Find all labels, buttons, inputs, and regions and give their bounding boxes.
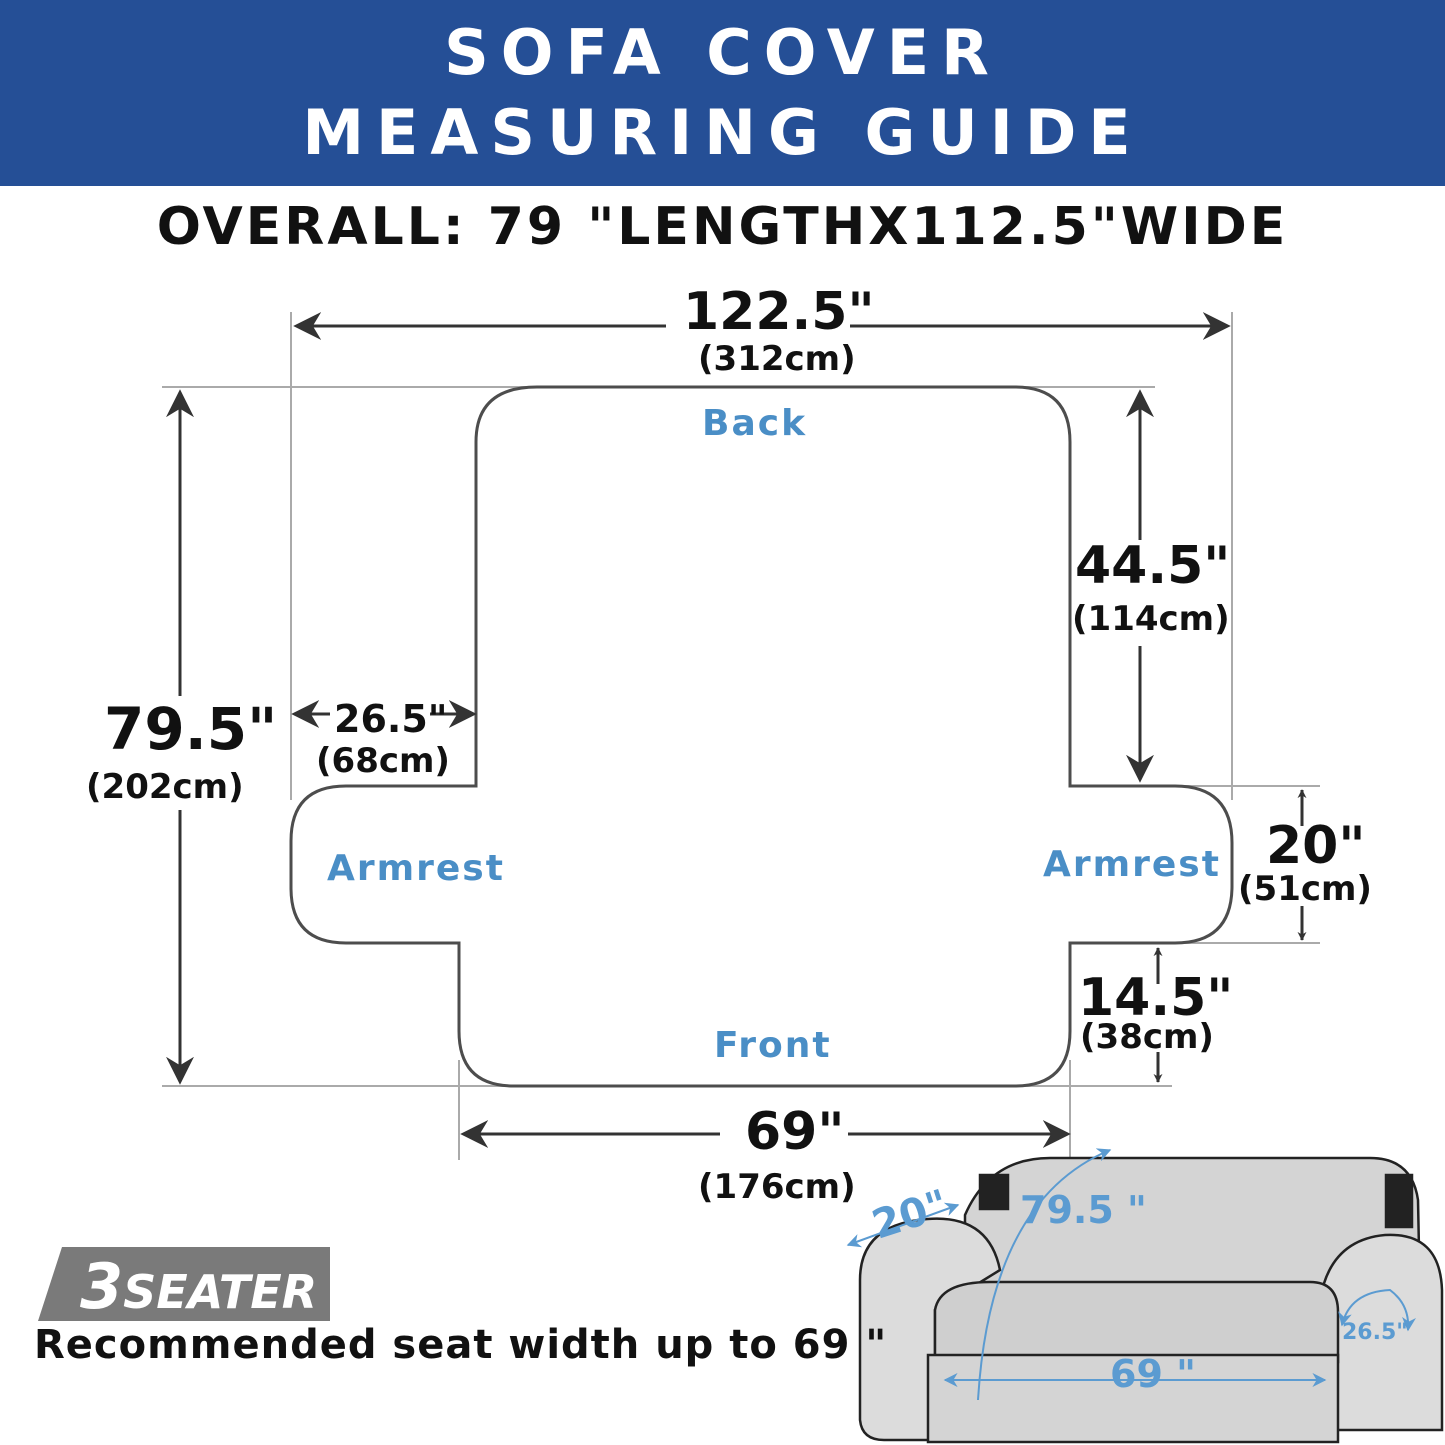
sofa-back-length-label: 79.5 " (1020, 1188, 1147, 1232)
seat-width-cm: (176cm) (698, 1167, 856, 1207)
seater-badge (38, 1247, 330, 1321)
back-height-cm: (114cm) (1072, 599, 1230, 639)
armrest-width-inches: 26.5" (334, 697, 448, 741)
sofa-seat (933, 1280, 1340, 1364)
sofa-illustration (858, 1156, 1444, 1444)
total-length-cm: (202cm) (86, 767, 244, 807)
back-height-inches: 44.5" (1075, 536, 1231, 596)
sofa-measure-lines (846, 1148, 1416, 1401)
sofa-arm-width-label: 26.5" (1342, 1320, 1408, 1345)
sofa-seat-width-label: 69 " (1110, 1352, 1196, 1396)
seater-badge-text: 3SEATER (80, 1250, 317, 1323)
front-drop-cm: (38cm) (1080, 1017, 1214, 1057)
front-drop-inches: 14.5" (1078, 968, 1234, 1028)
total-width-inches: 122.5" (683, 282, 875, 342)
recommendation-text: Recommended seat width up to 69 " (34, 1322, 888, 1368)
seater-word: SEATER (123, 1265, 318, 1319)
seater-number: 3 (80, 1250, 124, 1323)
armrest-depth-inches: 20" (1266, 816, 1366, 876)
title-line-2: MEASURING GUIDE (302, 96, 1143, 169)
sofa-right-arm (1318, 1233, 1444, 1432)
total-width-cm: (312cm) (698, 339, 856, 379)
armrest-left-label: Armrest (327, 848, 505, 889)
strap-left (978, 1173, 1010, 1211)
armrest-depth-cm: (51cm) (1238, 869, 1372, 909)
strap-right (1384, 1173, 1414, 1229)
armrest-right-label: Armrest (1043, 844, 1221, 885)
overall-dimensions: OVERALL: 79 "LENGTHX112.5"WIDE (156, 197, 1289, 257)
front-label: Front (714, 1025, 832, 1066)
back-label: Back (702, 403, 808, 444)
armrest-width-cm: (68cm) (316, 741, 450, 781)
seat-width-inches: 69" (745, 1102, 845, 1162)
header-banner: SOFA COVER MEASURING GUIDE (0, 0, 1445, 186)
total-length-inches: 79.5" (104, 695, 278, 763)
title-line-1: SOFA COVER (444, 16, 1001, 89)
cover-outline (289, 385, 1234, 1088)
